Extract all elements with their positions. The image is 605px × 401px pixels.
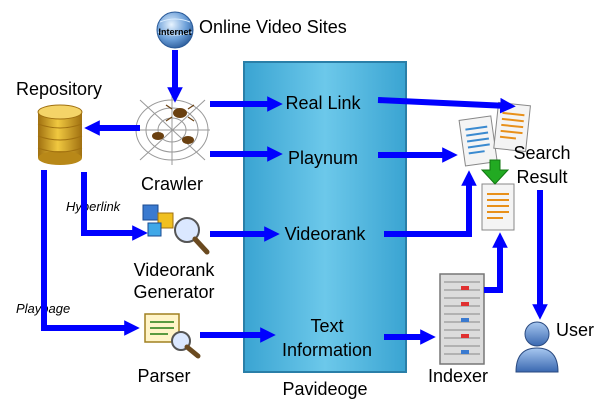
repository-label: Repository <box>16 79 102 99</box>
arrow-repository-to-videorank-generator <box>81 172 148 241</box>
indexer-label: Indexer <box>428 366 488 386</box>
crawler-spider-icon <box>135 95 210 165</box>
arrow-real-link-to-search-result <box>377 97 516 114</box>
user-label: User <box>556 320 594 340</box>
internet-globe-icon: Internet <box>156 11 194 49</box>
repository-database-icon <box>37 104 83 165</box>
arrow-repository-to-parser <box>41 170 140 336</box>
search-result-label-line1: Search <box>513 143 570 163</box>
arrow-indexer-to-search-result <box>484 232 508 293</box>
online-video-sites-label: Online Video Sites <box>199 17 347 37</box>
videorank-generator-label-line1: Videorank <box>134 260 216 280</box>
user-icon <box>515 321 559 373</box>
hyperlink-label: Hyperlink <box>66 199 122 214</box>
crawler-label: Crawler <box>141 174 203 194</box>
svg-text:Internet: Internet <box>158 27 191 37</box>
real-link-label: Real Link <box>285 93 361 113</box>
parser-icon <box>144 313 201 359</box>
search-result-label-line2: Result <box>516 167 567 187</box>
parser-label: Parser <box>137 366 190 386</box>
flow-arrows <box>41 50 548 345</box>
text-information-label-line1: Text <box>310 316 343 336</box>
text-information-label-line2: Information <box>282 340 372 360</box>
videorank-generator-label-line2: Generator <box>133 282 214 302</box>
indexer-server-icon <box>439 273 485 365</box>
search-result-documents-icon <box>458 101 531 231</box>
videorank-label: Videorank <box>285 224 367 244</box>
videorank-generator-icon <box>142 204 210 255</box>
central-box <box>243 61 407 373</box>
pavideoge-label: Pavideoge <box>282 379 367 399</box>
arrow-videorank-to-search-result <box>384 170 477 237</box>
playnum-label: Playnum <box>288 148 358 168</box>
